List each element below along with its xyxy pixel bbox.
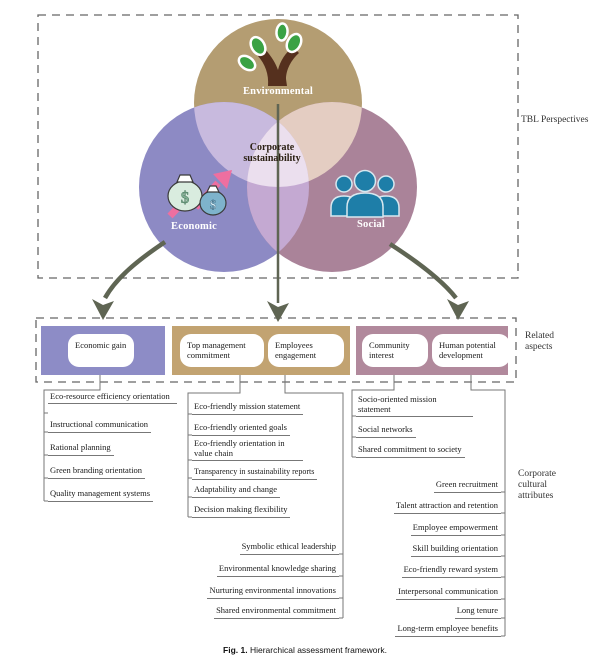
management-box: Top management commitment Employees enga… [172,326,350,375]
human-potential-connector [470,375,506,637]
environmental-label: Environmental [242,86,314,97]
caption-label: Fig. 1. [223,645,248,655]
list-item: Quality management systems [48,488,154,502]
list-item: Talent attraction and retention [393,500,501,514]
list-item: Decision making flexibility [192,504,291,518]
social-aspects-box: Community interest Human potential devel… [356,326,510,375]
figure-caption: Fig. 1. Hierarchical assessment framewor… [0,645,610,655]
right-arrow-curve [388,242,458,300]
economic-gain-pill: Economic gain [68,334,134,367]
list-item: Rational planning [48,442,114,456]
list-item: Shared environmental commitment [214,605,339,619]
list-item: Socio-oriented mission statement [356,394,473,417]
human-potential-development-pill: Human potential development [432,334,510,367]
economic-gain-box: Economic gain [41,326,165,375]
list-item: Eco-friendly reward system [401,564,501,578]
list-item: Green recruitment [433,479,501,493]
list-item: Eco-friendly orientation in value chain [192,438,303,461]
employees-engagement-pill: Employees engagement [268,334,344,367]
list-item: Employee empowerment [410,522,501,536]
list-item: Adaptability and change [192,484,281,498]
left-arrow-curve [103,240,167,300]
community-interest-pill: Community interest [362,334,428,367]
list-item: Interpersonal communication [396,586,501,600]
left-arrowhead-icon [92,299,114,320]
flow-arrows [103,104,458,303]
svg-text:$: $ [210,197,217,212]
list-item: Shared commitment to society [356,444,465,458]
plant-icon [237,22,303,86]
list-item: Nurturing environmental innovations [207,585,339,599]
top-management-commitment-pill: Top management commitment [180,334,264,367]
caption-text: Hierarchical assessment framework. [249,645,387,655]
arrow-heads [92,299,469,322]
right-arrowhead-icon [447,299,469,320]
economic-gain-connector [43,375,101,502]
list-item: Environmental knowledge sharing [216,563,339,577]
employees-connector [284,375,344,619]
people-icon [330,169,400,218]
economic-label: Economic [171,221,217,232]
related-aspects-label: Related aspects [525,331,555,352]
money-bags-icon: $ $ [167,170,232,219]
community-connector [351,375,395,458]
list-item: Transparency in sustainability reports [192,466,318,480]
list-item: Eco-friendly mission statement [192,401,304,415]
tbl-perspectives-label: TBL Perspectives [521,115,589,125]
center-arrowhead-icon [267,301,289,322]
corporate-cultural-attributes-label: Corporate cultural attributes [518,469,556,501]
list-item: Long-term employee benefits [395,623,501,637]
list-item: Green branding orientation [48,465,146,479]
list-item: Long tenure [454,605,501,619]
top-management-connector [187,375,241,518]
list-item: Instructional communication [48,419,151,433]
eco-overlaps [247,102,309,272]
list-item: Eco-resource efficiency orientation [48,391,177,404]
list-item: Symbolic ethical leadership [239,541,339,555]
list-item: Skill building orientation [410,543,501,557]
triple-overlap [247,102,309,187]
list-item: Eco-friendly oriented goals [192,422,290,436]
svg-text:$: $ [181,188,190,207]
corporate-sustainability-label: Corporate sustainability [243,142,301,164]
list-item: Social networks [356,424,416,438]
social-label: Social [356,219,386,230]
